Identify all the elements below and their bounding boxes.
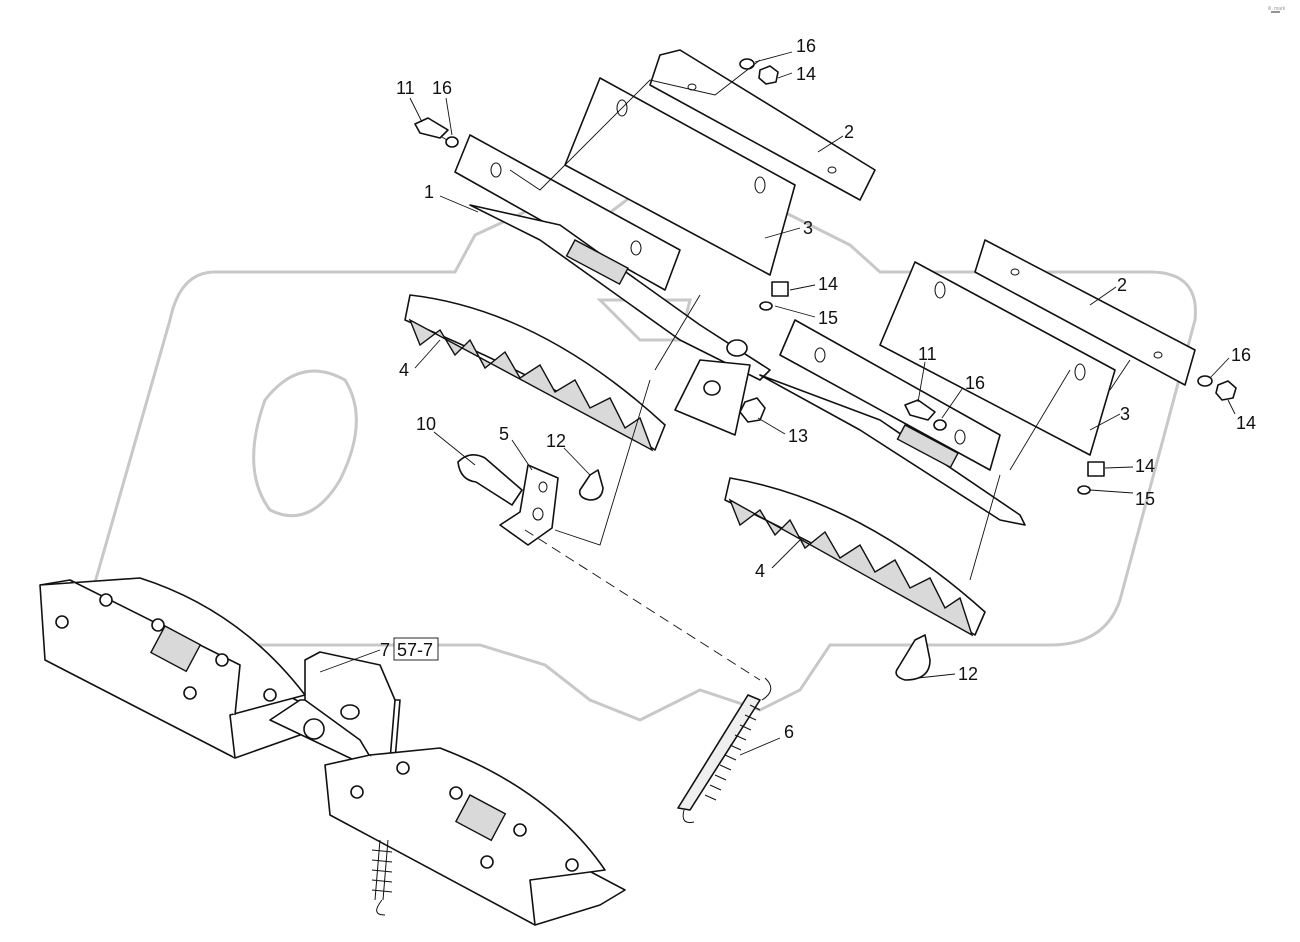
callout-14-top: 14 xyxy=(796,64,816,84)
bolt-12-left xyxy=(578,469,604,501)
callout-15-lower: 15 xyxy=(1135,489,1155,509)
bolt-11-right xyxy=(904,399,936,421)
callout-16-left: 16 xyxy=(432,78,452,98)
callout-12-left: 12 xyxy=(546,431,566,451)
callout-3-upper: 3 xyxy=(803,218,813,238)
assembled-unit xyxy=(39,577,626,926)
leader-lines xyxy=(319,11,1280,756)
bolt-10-and-bracket-5 xyxy=(457,454,559,546)
corner-mark: ill. mark xyxy=(1268,6,1286,12)
pad-3-right xyxy=(879,261,1116,456)
upper-right-assembly xyxy=(759,239,1196,526)
washer-16-top xyxy=(739,58,755,70)
washer-15-mid xyxy=(759,301,773,311)
comb-4-right xyxy=(724,477,986,637)
callout-3-right: 3 xyxy=(1120,404,1130,424)
nut-14-top xyxy=(758,65,779,85)
ref-box xyxy=(393,637,439,661)
callout-5: 5 xyxy=(499,424,509,444)
nut-14-right xyxy=(1215,380,1237,401)
nut-14-lower xyxy=(1087,461,1105,477)
callout-14-lower: 14 xyxy=(1135,456,1155,476)
callout-2-upper: 2 xyxy=(844,122,854,142)
ref-box-label: 57-7 xyxy=(397,640,433,660)
plate-1-upper xyxy=(454,134,681,291)
callout-16-top: 16 xyxy=(796,36,816,56)
washer-16-right xyxy=(1197,375,1213,387)
bolt-11-left xyxy=(414,117,449,139)
blade-1-right xyxy=(759,374,1026,526)
callout-1: 1 xyxy=(424,182,434,202)
blade-1-upper xyxy=(469,204,771,381)
callout-13: 13 xyxy=(788,426,808,446)
callout-16-mid: 16 xyxy=(965,373,985,393)
washer-16-left xyxy=(445,136,459,148)
plate-1-right xyxy=(779,319,1001,471)
callout-11-right: 11 xyxy=(918,344,937,364)
callout-14-mid: 14 xyxy=(818,274,838,294)
spring-6 xyxy=(677,677,772,823)
callout-7: 7 xyxy=(380,640,390,660)
callout-12-right: 12 xyxy=(958,664,978,684)
bolt-12-right xyxy=(895,634,931,681)
callout-11-left: 11 xyxy=(396,78,415,98)
washer-15-lower xyxy=(1077,485,1091,495)
upper-left-assembly xyxy=(454,49,876,381)
callout-4-left: 4 xyxy=(399,360,409,380)
callout-6: 6 xyxy=(784,722,794,742)
callout-16-right: 16 xyxy=(1231,345,1251,365)
callouts: 1 2 2 3 3 4 4 5 6 7 57-7 10 11 11 12 12 … xyxy=(380,6,1286,742)
nut-14-mid xyxy=(771,281,789,297)
comb-4-left xyxy=(404,294,666,452)
pad-3-upper xyxy=(564,77,796,276)
callout-10: 10 xyxy=(416,414,436,434)
washer-16-mid xyxy=(933,419,947,431)
callout-4-right: 4 xyxy=(755,561,765,581)
callout-15-mid: 15 xyxy=(818,308,838,328)
hinge-bracket xyxy=(674,339,766,436)
callout-14-right: 14 xyxy=(1236,413,1256,433)
strip-2-right xyxy=(974,239,1196,386)
callout-2-right: 2 xyxy=(1117,275,1127,295)
